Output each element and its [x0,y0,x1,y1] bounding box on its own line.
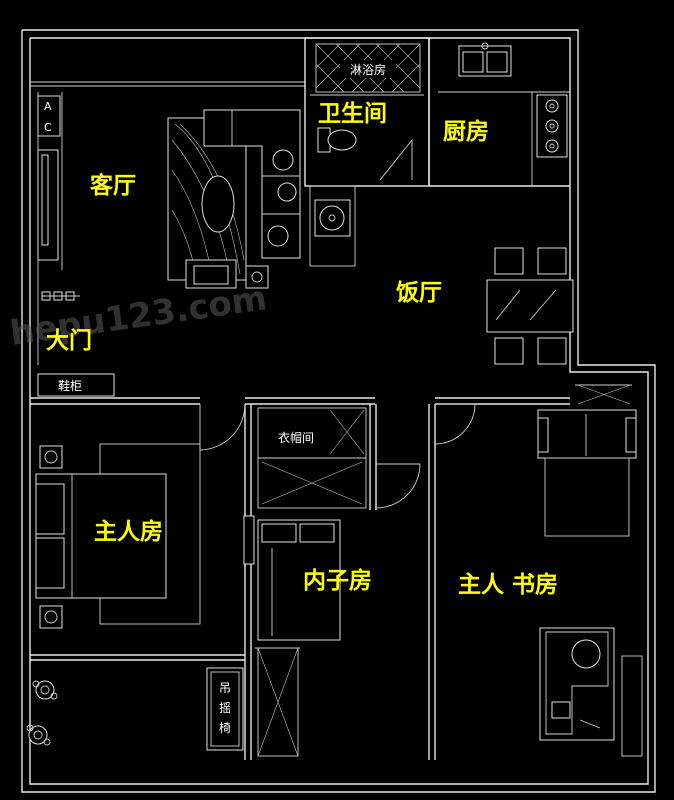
washbasin-icon [314,199,351,237]
ac-unit: A C [37,95,61,137]
label-living-room: 客厅 [90,172,136,199]
shoe-cabinet-label: 鞋柜 [58,378,82,393]
study-sofa-bed [537,384,637,537]
kitchen-sink-icon [458,42,512,77]
shower-room: 淋浴房 [315,43,421,93]
ac-label-a: A [44,100,52,113]
swing-chair: 吊 摇 椅 [206,667,244,751]
wardrobe: 衣帽间 [261,409,365,505]
dining-table [486,247,574,365]
wardrobe-label: 衣帽间 [278,430,314,445]
master-tv [243,515,255,565]
stove-icon [536,94,568,158]
label-kitchen: 厨房 [443,118,489,145]
label-entrance: 大门 [46,327,92,354]
exterior-walls [21,29,656,793]
second-room-bed [257,519,341,641]
study-desk [539,627,643,757]
label-master-bedroom: 主人房 [94,518,163,545]
shoe-cabinet: 鞋柜 [37,373,115,397]
media-shelf [41,291,80,301]
label-study: 主人 书房 [458,571,558,598]
plants-icon [26,680,58,746]
label-bathroom: 卫生间 [318,101,387,127]
master-bed [35,443,201,629]
label-second-bedroom: 内子房 [303,567,372,594]
swing-chair-char-3: 椅 [219,721,231,735]
toilet-icon [317,127,413,181]
ac-label-c: C [44,121,52,134]
label-dining-room: 饭厅 [396,280,442,306]
swing-chair-char-2: 摇 [219,701,231,715]
shower-room-label: 淋浴房 [350,62,386,77]
swing-chair-char-1: 吊 [219,681,231,695]
tv-cabinet [37,149,59,261]
interior-walls [30,37,570,760]
sofa-set [167,109,301,289]
top-balcony [30,81,305,87]
